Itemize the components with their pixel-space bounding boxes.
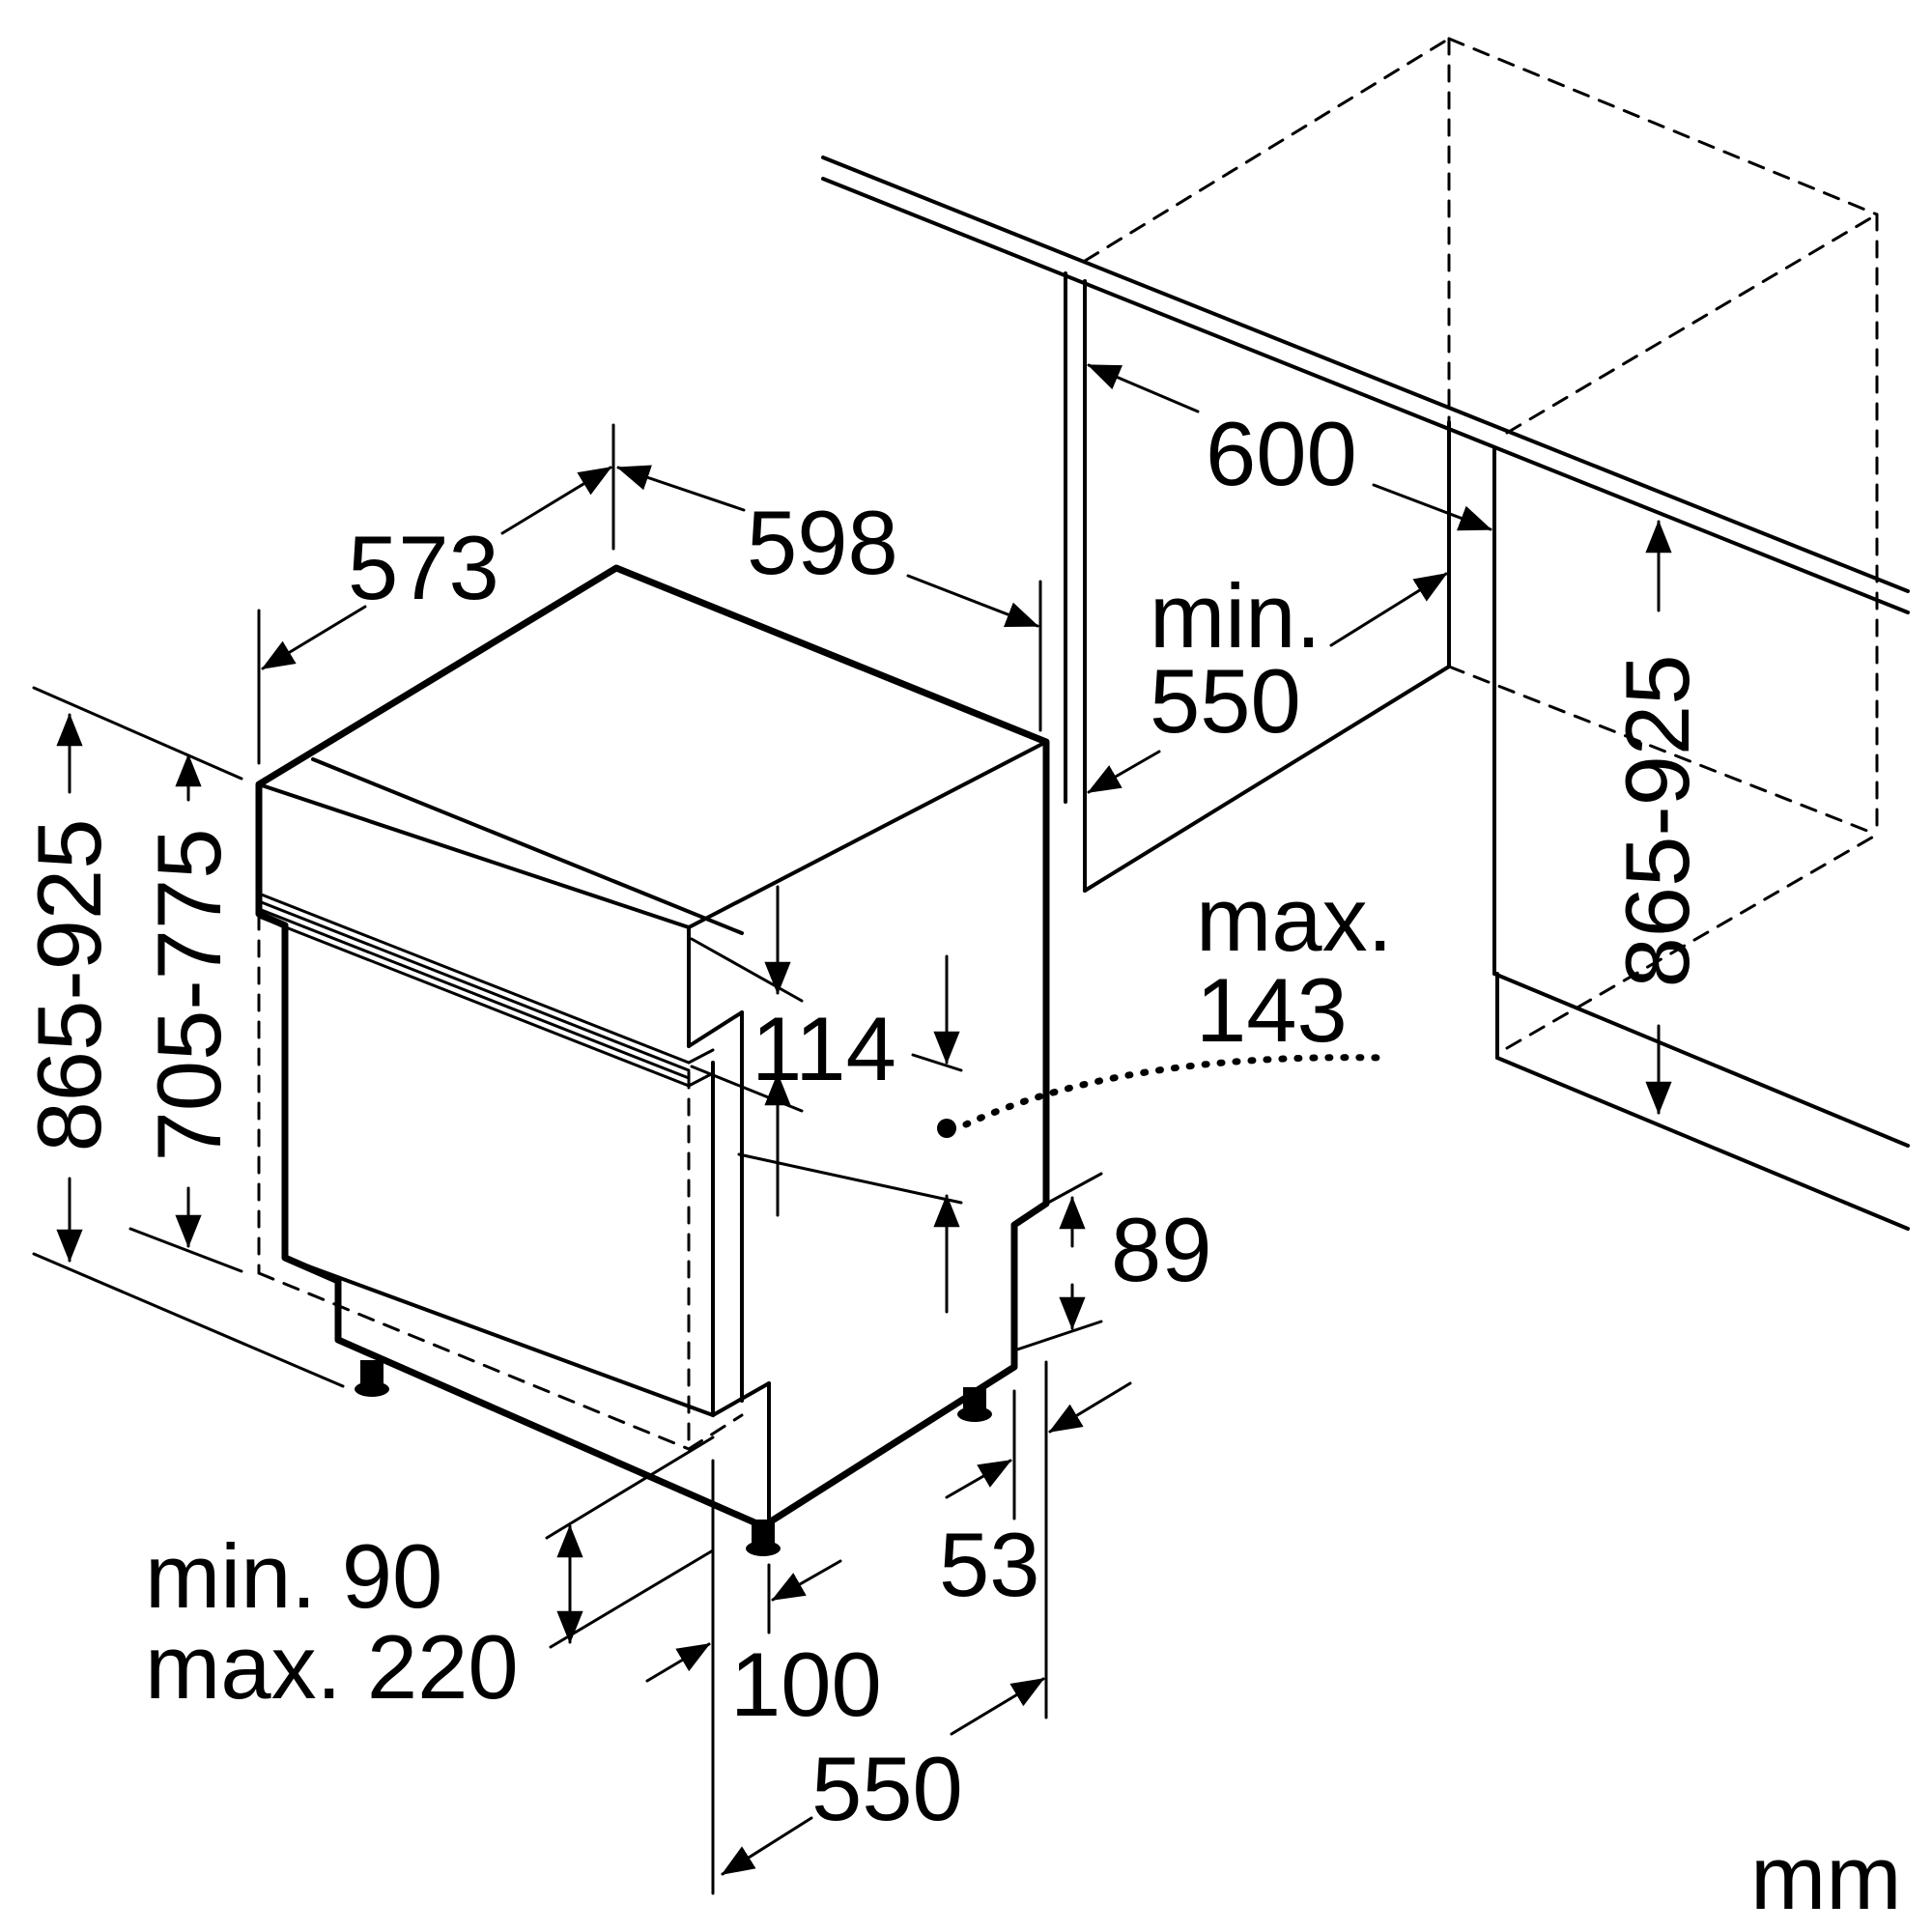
- label-550-bottom: 550: [811, 1738, 963, 1839]
- label-143: 143: [1196, 959, 1348, 1061]
- dishwasher-feet: [355, 1360, 992, 1556]
- label-600: 600: [1206, 403, 1357, 504]
- label-53: 53: [939, 1514, 1040, 1615]
- niche-dashed-cabinet: [1083, 37, 1879, 1050]
- niche-right-cabinet: [1492, 447, 1910, 1231]
- niche-left-wall: [1064, 271, 1451, 893]
- dimension-labels: 573 598 600 min. 550 114 max. 143 89 53 …: [18, 403, 1902, 1928]
- dishwasher-dashed-panel: [257, 912, 744, 1451]
- label-max: max.: [1196, 868, 1393, 970]
- dishwasher-door-frame: [283, 1010, 771, 1520]
- dimension-573: [257, 423, 615, 765]
- dimension-100: [645, 1459, 842, 1895]
- label-100: 100: [730, 1634, 882, 1735]
- label-unit: mm: [1750, 1827, 1902, 1928]
- label-plinth-max: max. 220: [145, 1616, 519, 1718]
- label-niche-min: min.: [1150, 565, 1321, 667]
- label-114: 114: [752, 998, 896, 1099]
- countertop: [821, 156, 1910, 614]
- dimension-53: [945, 1360, 1132, 1719]
- dimension-min-550: [1087, 572, 1448, 794]
- dimension-114: [690, 885, 804, 1217]
- label-niche-550: 550: [1150, 650, 1301, 752]
- label-plinth-min: min. 90: [145, 1525, 442, 1627]
- label-89: 89: [1111, 1199, 1212, 1300]
- dimension-600: [1087, 363, 1492, 531]
- label-865-925-right: 865-925: [1606, 655, 1708, 988]
- dimension-705-775: [128, 753, 243, 1273]
- label-598: 598: [747, 492, 898, 593]
- dimension-598: [616, 465, 1042, 732]
- label-865-925-left: 865-925: [18, 819, 120, 1152]
- dimension-89: [1012, 1172, 1103, 1352]
- control-panel-stripes: [257, 892, 715, 1088]
- label-573: 573: [348, 517, 499, 618]
- dimension-plinth-min-max: [545, 1435, 715, 1649]
- dimension-550-bottom: [721, 1677, 1045, 1876]
- dimension-865-925-left: [32, 686, 345, 1388]
- dimension-max-143: [737, 954, 1385, 1314]
- label-705-775: 705-775: [138, 829, 240, 1162]
